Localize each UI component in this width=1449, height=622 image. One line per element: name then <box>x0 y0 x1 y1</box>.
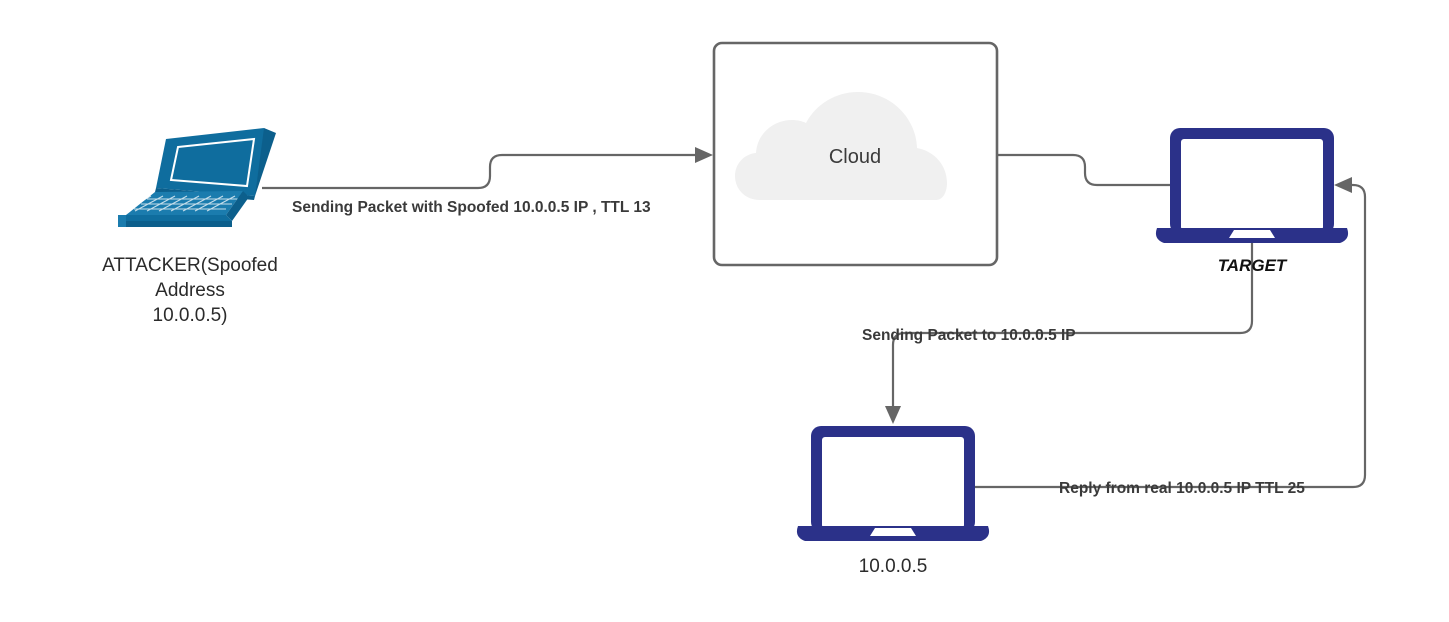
attacker-label-line-3: 10.0.0.5) <box>153 305 228 326</box>
cloud-node[interactable]: Cloud <box>712 41 999 267</box>
connector-cloud-to-target <box>997 153 1172 187</box>
edge-label-target-to-victim: Sending Packet to 10.0.0.5 IP <box>862 327 1076 344</box>
connector-target-to-victim <box>885 240 1254 424</box>
arrowhead-into-target-right <box>1334 177 1352 193</box>
arrowhead-into-victim <box>885 406 901 424</box>
connector-victim-to-target <box>975 177 1367 489</box>
isometric-laptop-icon <box>118 128 276 227</box>
edge-label-victim-to-target: Reply from real 10.0.0.5 IP TTL 25 <box>1059 480 1305 497</box>
laptop-icon-target <box>1155 128 1349 243</box>
cloud-label: Cloud <box>829 146 881 168</box>
connector-attacker-to-cloud <box>262 147 713 190</box>
attacker-label-line-2: Address <box>155 280 225 301</box>
attacker-label-line-1: ATTACKER(Spoofed <box>102 255 278 276</box>
edge-label-attacker-to-cloud: Sending Packet with Spoofed 10.0.0.5 IP … <box>292 199 651 216</box>
arrowhead-into-cloud <box>695 147 713 163</box>
victim-label: 10.0.0.5 <box>859 556 928 577</box>
attacker-node[interactable]: ATTACKER(Spoofed Address 10.0.0.5) <box>102 128 278 326</box>
cloud-icon <box>735 92 947 200</box>
victim-node[interactable]: 10.0.0.5 <box>796 426 990 577</box>
laptop-icon-victim <box>796 426 990 541</box>
target-label: TARGET <box>1218 256 1288 275</box>
target-node[interactable]: TARGET <box>1155 128 1349 275</box>
